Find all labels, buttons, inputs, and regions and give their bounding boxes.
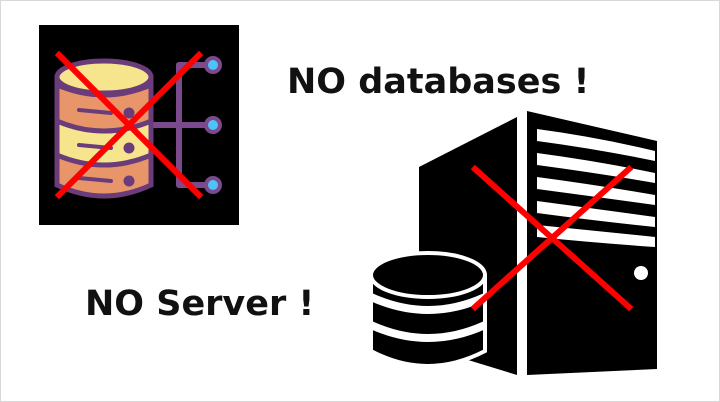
- headline-no-databases: NO databases !: [287, 62, 590, 102]
- network-nodes: [204, 56, 222, 194]
- red-x-cross-icon: [54, 50, 204, 200]
- server-tower-icon: [369, 111, 657, 375]
- database-cylinder-icon: [369, 251, 487, 368]
- server-power-light: [634, 266, 648, 280]
- headline-no-server: NO Server !: [85, 284, 315, 324]
- database-network-icon: [39, 25, 239, 225]
- red-x-cross-icon: [470, 164, 634, 312]
- database-stack: [54, 58, 154, 199]
